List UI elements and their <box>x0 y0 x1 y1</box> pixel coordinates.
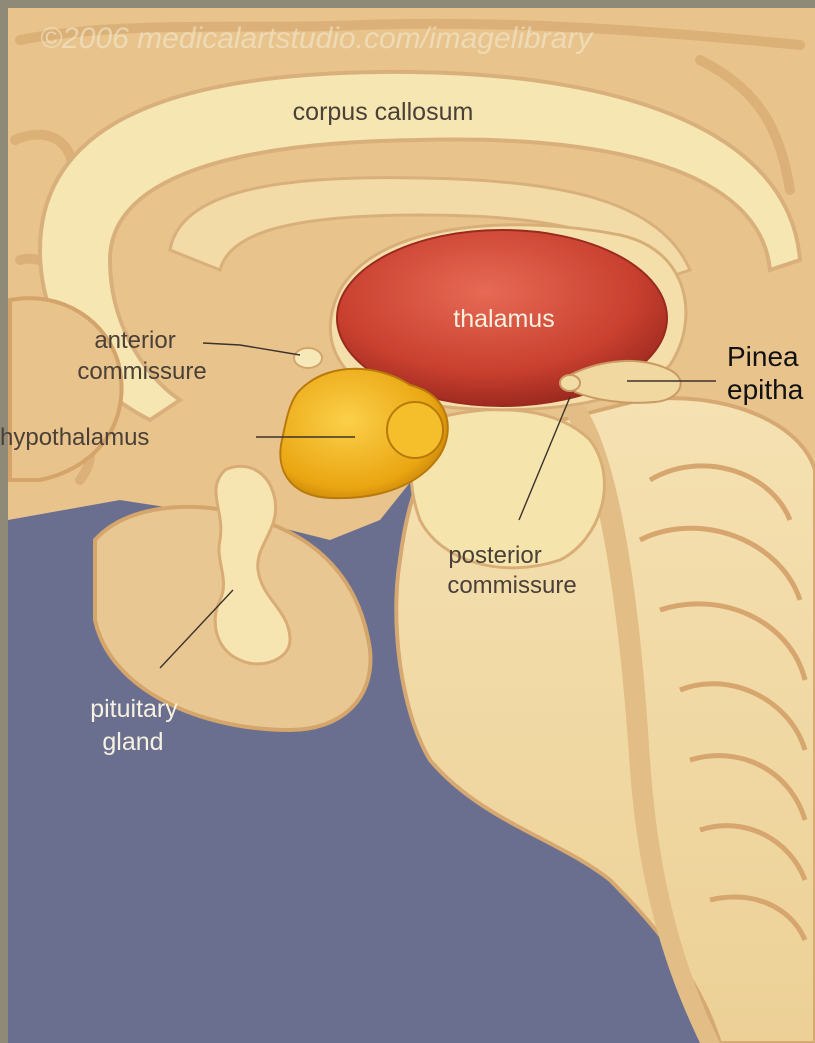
anterior-commissure-label-line-1: anterior <box>94 327 175 354</box>
watermark-text: ©2006 medicalartstudio.com/imagelibrary <box>40 22 594 55</box>
pineal-label-line-1: Pinea <box>727 341 799 372</box>
anterior-commissure-label-line-2: commissure <box>77 358 206 385</box>
pineal-label-line-2: epitha <box>727 374 804 405</box>
anterior-commissure <box>294 348 322 368</box>
posterior-commissure-label-line-1: posterior <box>448 542 541 569</box>
thalamus-label: thalamus <box>453 305 554 333</box>
posterior-commissure <box>560 375 580 391</box>
mammillary-body <box>387 402 443 458</box>
pituitary-gland-label-line-1: pituitary <box>90 695 178 723</box>
pituitary-gland-label-line-2: gland <box>102 728 163 756</box>
posterior-commissure-label-line-2: commissure <box>447 572 576 599</box>
pineal-gland <box>570 361 681 403</box>
hypothalamus-label: hypothalamus <box>0 424 149 451</box>
corpus-callosum-label: corpus callosum <box>293 98 474 126</box>
